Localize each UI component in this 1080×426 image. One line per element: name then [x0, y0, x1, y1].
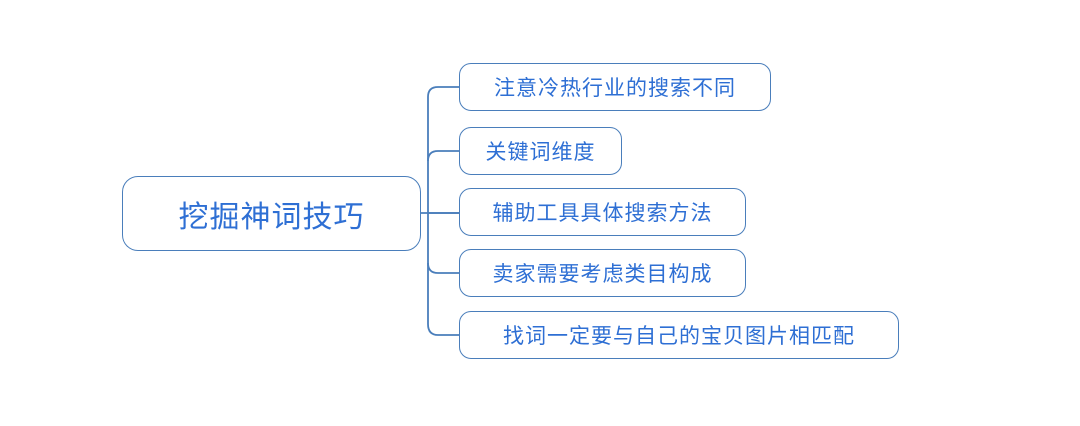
- branch-node-2[interactable]: 关键词维度: [459, 127, 622, 175]
- branch-node-4[interactable]: 卖家需要考虑类目构成: [459, 249, 746, 297]
- connector-branch-4: [427, 262, 459, 274]
- branch-node-5[interactable]: 找词一定要与自己的宝贝图片相匹配: [459, 311, 899, 359]
- branch-node-1[interactable]: 注意冷热行业的搜索不同: [459, 63, 771, 111]
- branch-node-3[interactable]: 辅助工具具体搜索方法: [459, 188, 746, 236]
- root-node[interactable]: 挖掘神词技巧: [122, 176, 421, 251]
- connector-branch-2: [427, 150, 459, 162]
- connector-branch-1: [427, 86, 459, 98]
- connector-branch-5: [427, 323, 459, 336]
